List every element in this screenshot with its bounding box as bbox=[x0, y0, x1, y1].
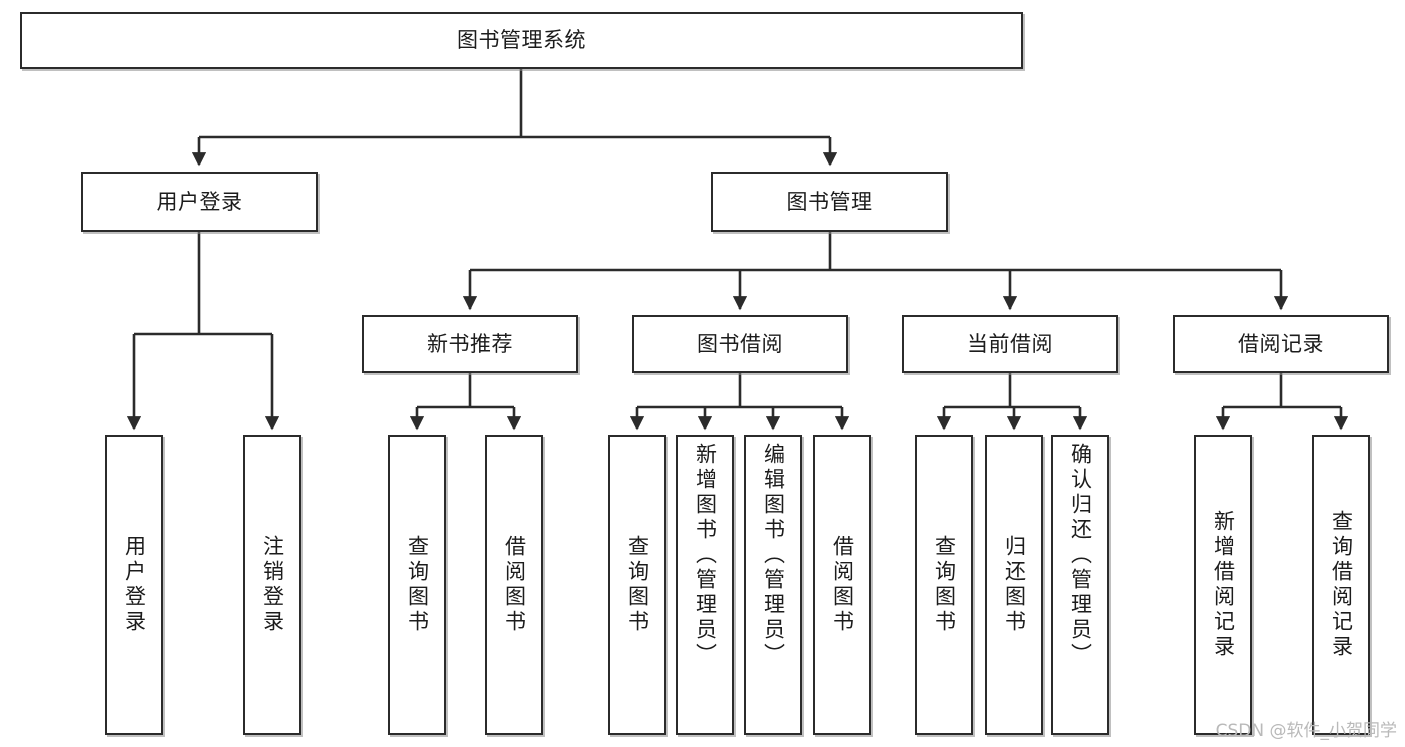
node-label: 图书借阅 bbox=[697, 331, 783, 356]
node-label: 借阅记录 bbox=[1238, 331, 1324, 356]
node-label: 新增借阅记录 bbox=[1211, 510, 1236, 660]
node-label: 查询图书 bbox=[932, 535, 957, 635]
node-borrow-record[interactable]: 借阅记录 bbox=[1173, 315, 1389, 373]
node-label: 注销登录 bbox=[260, 535, 285, 635]
node-leaf-query-book-borrow[interactable]: 查询图书 bbox=[608, 435, 666, 735]
node-label: 新书推荐 bbox=[427, 331, 513, 356]
node-leaf-user-logout[interactable]: 注销登录 bbox=[243, 435, 301, 735]
node-book-management-system[interactable]: 图书管理系统 bbox=[20, 12, 1023, 69]
node-label: 查询图书 bbox=[625, 535, 650, 635]
node-label: 确认归还（管理员） bbox=[1068, 443, 1093, 668]
node-label: 新增图书（管理员） bbox=[693, 443, 718, 668]
node-leaf-borrow-book[interactable]: 借阅图书 bbox=[813, 435, 871, 735]
node-leaf-confirm-return[interactable]: 确认归还（管理员） bbox=[1051, 435, 1109, 735]
node-label: 查询图书 bbox=[405, 535, 430, 635]
node-leaf-user-login[interactable]: 用户登录 bbox=[105, 435, 163, 735]
node-label: 归还图书 bbox=[1002, 535, 1027, 635]
node-label: 用户登录 bbox=[122, 535, 147, 635]
node-leaf-edit-book[interactable]: 编辑图书（管理员） bbox=[744, 435, 802, 735]
node-label: 当前借阅 bbox=[967, 331, 1053, 356]
node-label: 查询借阅记录 bbox=[1329, 510, 1354, 660]
node-label: 图书管理系统 bbox=[457, 28, 586, 53]
node-current-borrow[interactable]: 当前借阅 bbox=[902, 315, 1118, 373]
node-leaf-add-borrow-record[interactable]: 新增借阅记录 bbox=[1194, 435, 1252, 735]
node-book-management[interactable]: 图书管理 bbox=[711, 172, 948, 232]
node-label: 借阅图书 bbox=[502, 535, 527, 635]
node-leaf-query-borrow-record[interactable]: 查询借阅记录 bbox=[1312, 435, 1370, 735]
node-label: 用户登录 bbox=[156, 189, 243, 214]
node-leaf-borrow-book-recommend[interactable]: 借阅图书 bbox=[485, 435, 543, 735]
node-book-borrow[interactable]: 图书借阅 bbox=[632, 315, 848, 373]
node-label: 图书管理 bbox=[786, 189, 873, 214]
node-leaf-add-book[interactable]: 新增图书（管理员） bbox=[676, 435, 734, 735]
node-label: 编辑图书（管理员） bbox=[761, 443, 786, 668]
node-leaf-return-book[interactable]: 归还图书 bbox=[985, 435, 1043, 735]
node-leaf-query-book-recommend[interactable]: 查询图书 bbox=[388, 435, 446, 735]
node-new-book-recommend[interactable]: 新书推荐 bbox=[362, 315, 578, 373]
node-user-login[interactable]: 用户登录 bbox=[81, 172, 318, 232]
node-label: 借阅图书 bbox=[830, 535, 855, 635]
node-leaf-query-book-current[interactable]: 查询图书 bbox=[915, 435, 973, 735]
